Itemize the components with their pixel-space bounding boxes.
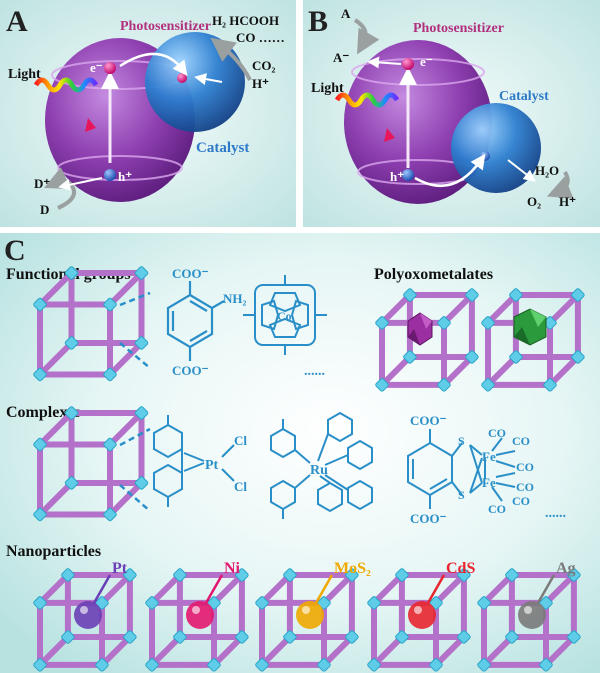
hplus-label: H⁺ bbox=[252, 76, 269, 91]
hole-label: h⁺ bbox=[390, 169, 404, 184]
nanoparticle-sphere bbox=[186, 601, 214, 629]
panel-a: A Photosensitizer Catalyst e⁻ h⁺ Light H… bbox=[0, 0, 296, 227]
catalyst-label: Catalyst bbox=[499, 89, 549, 104]
electron-ball bbox=[104, 62, 116, 74]
d-label: D bbox=[40, 202, 49, 217]
light-label: Light bbox=[311, 81, 344, 96]
co-label: Co bbox=[277, 309, 292, 323]
hole-label: h⁺ bbox=[118, 169, 132, 184]
nanoparticle-label-1: Pt bbox=[112, 560, 128, 577]
cl-bottom: Cl bbox=[234, 479, 247, 494]
dots-1: ...... bbox=[304, 364, 325, 379]
nanoparticle-label-5: Ag bbox=[556, 560, 576, 577]
fe-top: Fe bbox=[482, 449, 496, 464]
nanoparticle-sphere bbox=[408, 601, 436, 629]
carbonyl-3: CO bbox=[516, 460, 534, 474]
products-label-2: CO …… bbox=[236, 30, 285, 45]
nanoparticle-label-3: MoS₂ bbox=[334, 560, 371, 577]
nanoparticle-highlight bbox=[302, 606, 310, 614]
ru-center-label: Ru bbox=[310, 463, 328, 478]
a-label: A bbox=[341, 6, 351, 21]
nanoparticles-label: Nanoparticles bbox=[6, 543, 101, 560]
carbonyl-5: CO bbox=[488, 502, 506, 516]
polyoxometalate-cluster-2 bbox=[514, 309, 546, 345]
dplus-label: D⁺ bbox=[34, 176, 50, 191]
hplus-label: H⁺ bbox=[559, 194, 576, 209]
polyoxometalates-label: Polyoxometalates bbox=[374, 266, 493, 283]
photosensitizer-label: Photosensitizer bbox=[413, 21, 504, 36]
fe-bottom: Fe bbox=[482, 475, 496, 490]
nanoparticle-sphere bbox=[518, 601, 546, 629]
electron-label: e⁻ bbox=[420, 54, 433, 69]
o2-label: O₂ bbox=[527, 194, 541, 209]
s-bottom: S bbox=[458, 488, 465, 502]
electron-ball bbox=[402, 58, 414, 70]
electron-label: e⁻ bbox=[90, 60, 103, 75]
nanoparticle-highlight bbox=[80, 606, 88, 614]
h2o-label: H₂O bbox=[535, 163, 559, 178]
nanoparticle-label-2: Ni bbox=[224, 560, 241, 577]
panel-b-letter: B bbox=[308, 5, 328, 38]
nanoparticle-sphere bbox=[74, 601, 102, 629]
products-label: H₂ HCOOH bbox=[212, 13, 279, 28]
carbonyl-6: CO bbox=[512, 494, 530, 508]
co2-label: CO₂ bbox=[252, 58, 276, 73]
nanoparticle-sphere bbox=[296, 601, 324, 629]
catalyst-sphere bbox=[145, 32, 245, 132]
s-top: S bbox=[458, 434, 465, 448]
hole-ball bbox=[104, 169, 116, 181]
aminus-label: A⁻ bbox=[333, 50, 349, 65]
fe-coo-top: COO⁻ bbox=[410, 413, 447, 428]
nanoparticle-label-4: CdS bbox=[446, 560, 475, 577]
nanoparticle-highlight bbox=[524, 606, 532, 614]
fe-coo-bottom: COO⁻ bbox=[410, 511, 447, 526]
catalyst-sphere bbox=[451, 103, 541, 193]
panel-a-diagram: A Photosensitizer Catalyst e⁻ h⁺ Light H… bbox=[0, 0, 296, 227]
cl-top: Cl bbox=[234, 433, 247, 448]
carbonyl-4: CO bbox=[516, 480, 534, 494]
light-label: Light bbox=[8, 67, 41, 82]
pt-center-label: Pt bbox=[205, 458, 219, 473]
panel-c-diagram: C Functional groups Polyoxometalates Com… bbox=[0, 233, 600, 673]
photosensitizer-label: Photosensitizer bbox=[120, 19, 211, 34]
catalyst-hole-ball bbox=[480, 151, 490, 161]
catalyst-electron-ball bbox=[177, 73, 187, 83]
panel-c: C Functional groups Polyoxometalates Com… bbox=[0, 233, 600, 673]
dots-2: ...... bbox=[545, 506, 566, 521]
panel-b-diagram: B Photosensitizer Catalyst e⁻ h⁺ A A⁻ Li… bbox=[303, 0, 600, 227]
catalyst-label: Catalyst bbox=[196, 140, 249, 156]
panel-c-letter: C bbox=[4, 234, 26, 267]
nh2-label: NH₂ bbox=[223, 291, 247, 306]
nanoparticle-highlight bbox=[192, 606, 200, 614]
panel-b: B Photosensitizer Catalyst e⁻ h⁺ A A⁻ Li… bbox=[303, 0, 600, 227]
carbonyl-2: CO bbox=[512, 434, 530, 448]
coo-bottom: COO⁻ bbox=[172, 363, 209, 378]
coo-top: COO⁻ bbox=[172, 266, 209, 281]
panel-a-letter: A bbox=[6, 5, 28, 38]
carbonyl-1: CO bbox=[488, 426, 506, 440]
nanoparticle-highlight bbox=[414, 606, 422, 614]
